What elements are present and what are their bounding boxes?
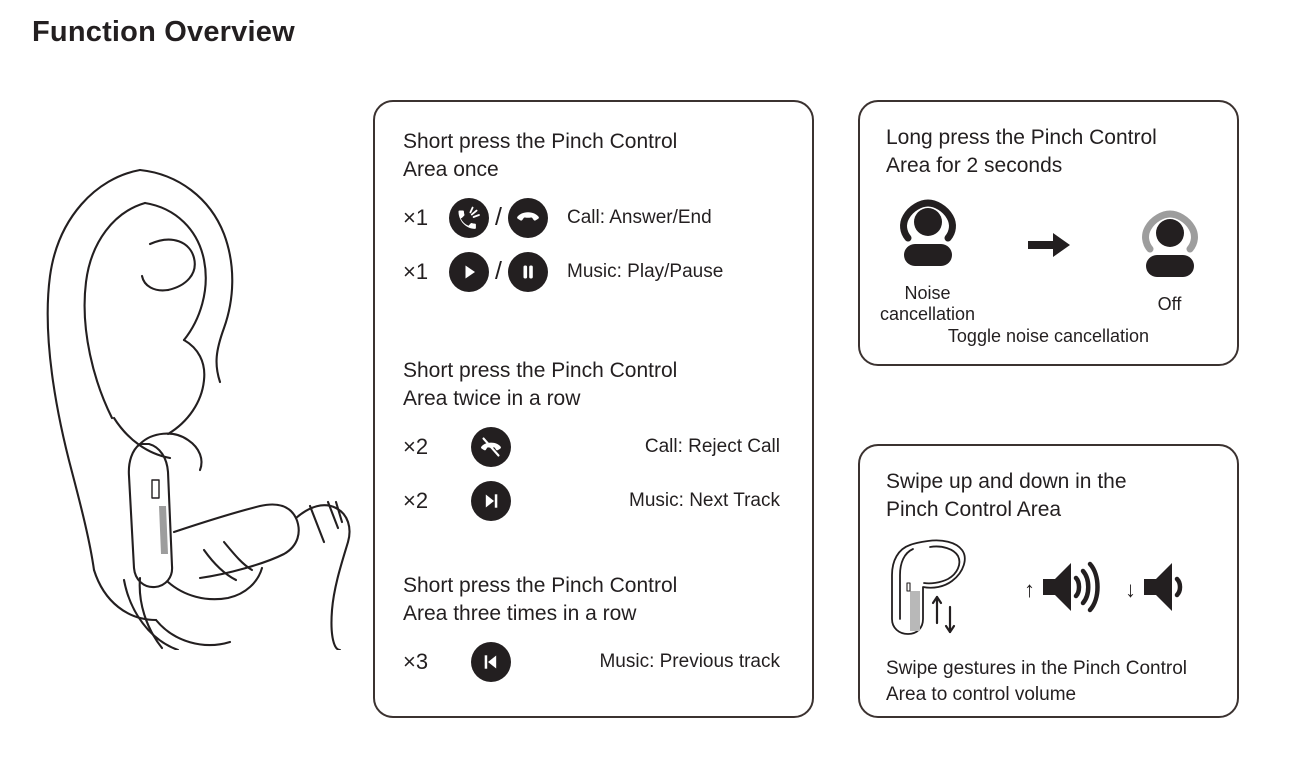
group-heading: Short press the Pinch Control Area twice… <box>403 359 678 410</box>
gesture-row: ×2 Music: Next Track <box>403 481 794 521</box>
group-heading: Short press the Pinch Control Area three… <box>403 574 678 625</box>
icon-single <box>449 642 589 682</box>
anc-state-row: Noise cancellation Off <box>860 198 1237 325</box>
page-title: Function Overview <box>32 16 295 48</box>
multiplier-label: ×2 <box>403 434 429 459</box>
arrow-down-icon: ↓ <box>1125 576 1136 602</box>
volume-up-control: ↑ <box>1024 558 1101 621</box>
icon-pair: / <box>449 198 567 238</box>
icon-single <box>449 427 589 467</box>
anc-caption: Noise cancellation <box>879 283 976 324</box>
volume-down-icon <box>1140 558 1188 621</box>
separator-slash: / <box>495 256 502 285</box>
swipe-footer-text: Swipe gestures in the Pinch Control Area… <box>886 658 1187 705</box>
anc-heading: Long press the Pinch Control Area for 2 … <box>886 126 1157 177</box>
anc-state-on: Noise cancellation <box>864 198 992 325</box>
icon-pair: / <box>449 252 567 292</box>
anc-state-off: Off <box>1106 209 1234 315</box>
gesture-row: ×2 Call: Reject Call <box>403 427 794 467</box>
pause-icon <box>507 252 548 292</box>
gesture-row: ×1 / Call: Answer/End <box>403 198 794 238</box>
multiplier-label: ×3 <box>403 649 429 674</box>
multiplier-label: ×1 <box>403 205 429 230</box>
play-icon <box>449 252 489 292</box>
swipe-heading: Swipe up and down in the Pinch Control A… <box>886 470 1127 521</box>
answer-call-icon <box>449 198 489 238</box>
icon-single <box>449 481 589 521</box>
person-headphones-off-icon <box>1137 209 1203 285</box>
press-group-twice: Short press the Pinch Control Area twice… <box>403 357 794 521</box>
arrow-right-icon <box>1026 230 1072 265</box>
gesture-label: Call: Answer/End <box>567 207 712 228</box>
gesture-row: ×1 / Music: Play/Pause <box>403 252 794 292</box>
volume-down-control: ↓ <box>1125 558 1188 621</box>
next-track-icon <box>471 481 511 521</box>
gesture-label: Music: Next Track <box>629 490 780 511</box>
gesture-row: ×3 Music: Previous track <box>403 642 794 682</box>
person-headphones-on-icon <box>895 199 961 274</box>
arrow-up-icon: ↑ <box>1024 576 1035 602</box>
earbud-with-swipe-arrows-icon <box>880 531 1000 648</box>
multiplier-label: ×2 <box>403 488 429 513</box>
gesture-label: Music: Previous track <box>599 651 780 672</box>
volume-up-icon <box>1039 558 1101 621</box>
press-group-once: Short press the Pinch Control Area once … <box>403 128 794 292</box>
noise-cancellation-panel: Long press the Pinch Control Area for 2 … <box>858 100 1239 366</box>
short-press-panel: Short press the Pinch Control Area once … <box>373 100 814 718</box>
gesture-label: Music: Play/Pause <box>567 261 724 282</box>
anc-footer-text: Toggle noise cancellation <box>947 326 1150 346</box>
anc-caption: Off <box>1157 293 1182 314</box>
swipe-volume-panel: Swipe up and down in the Pinch Control A… <box>858 444 1239 718</box>
group-heading: Short press the Pinch Control Area once <box>403 130 678 181</box>
reject-call-icon <box>471 427 511 467</box>
end-call-icon <box>507 198 548 238</box>
hand-pinching-earbud-illustration <box>28 150 358 650</box>
previous-track-icon <box>471 642 511 682</box>
multiplier-label: ×1 <box>403 259 429 284</box>
gesture-label: Call: Reject Call <box>644 436 780 457</box>
press-group-three-times: Short press the Pinch Control Area three… <box>403 572 794 682</box>
swipe-graphics-row: ↑ ↓ <box>880 532 1221 647</box>
separator-slash: / <box>495 202 502 231</box>
